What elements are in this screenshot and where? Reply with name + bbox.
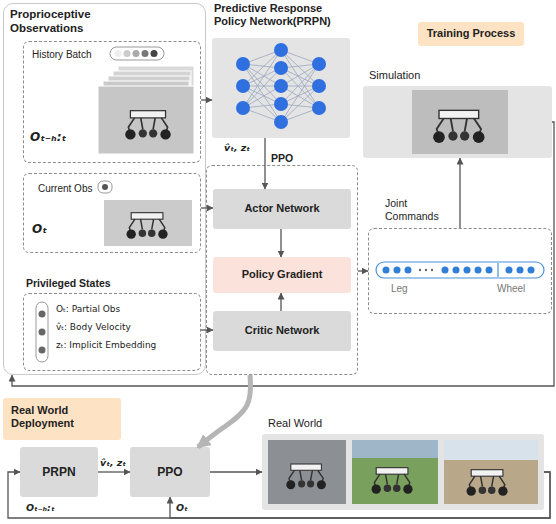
ellipsis-dot (431, 269, 433, 271)
joint-dot (394, 267, 401, 274)
node-label: PPO (130, 447, 210, 497)
node-label: Policy Gradient (213, 257, 351, 293)
observation-group: Proprioceptive ObservationsHistory Batch… (3, 3, 206, 375)
node-label: Proprioceptive Observations (10, 8, 130, 36)
module-box: PPO (130, 447, 210, 497)
node-label: Real World Deployment (11, 404, 111, 430)
history-box: History BatchOₜ₋ₕ:ₜ (23, 41, 201, 163)
stage-tag: Real World Deployment (3, 398, 121, 440)
node-label: Actor Network (213, 189, 351, 229)
node-detail: Oₜ₋ₕ:ₜ (30, 130, 90, 144)
node-detail: Oₜ: Partial Obs (56, 304, 198, 315)
photo-panel: Real World (262, 434, 544, 510)
joint-dot (528, 267, 535, 274)
node-label: Training Process (418, 22, 524, 46)
joint-dot (405, 267, 412, 274)
joint-command-bar (376, 262, 544, 278)
joint-dot (517, 267, 524, 274)
node-label: Real World (268, 417, 368, 430)
joint-dot (506, 267, 513, 274)
ellipsis-dot (419, 269, 421, 271)
joint-dot (486, 267, 493, 274)
node-detail: zₜ: Implicit Embedding (56, 340, 198, 351)
joint-dot (383, 267, 390, 274)
node-detail: Leg (391, 283, 431, 295)
node-label: PRPN (20, 447, 98, 497)
stage-tag: Training Process (418, 22, 524, 46)
current-obs-box: Current ObsOₜ (23, 173, 201, 253)
critic-box: Critic Network (213, 311, 351, 351)
node-label: Critic Network (213, 311, 351, 351)
node-detail: Wheel (497, 283, 537, 295)
flow-arrow (280, 229, 281, 257)
joint-dot (453, 267, 460, 274)
node-label: Privileged States (26, 277, 176, 290)
flow-arrow (210, 471, 262, 472)
edge-label: Oₜ (176, 502, 188, 513)
actor-box: Actor Network (213, 189, 351, 229)
edge-label: v̂ₜ, zₜ (100, 457, 126, 468)
privileged-box: Privileged StatesOₜ: Partial Obsv̂ₜ: Bod… (23, 293, 201, 371)
network-box: Predictive Response Policy Network(PRPN) (212, 38, 350, 138)
joint-dot (475, 267, 482, 274)
node-label: Joint Commands (385, 197, 455, 222)
node-label: Current Obs (38, 183, 108, 195)
gradient-box: Policy Gradient (213, 257, 351, 293)
bar-outline (376, 262, 544, 278)
bar-divider (497, 263, 498, 277)
flow-arrow (358, 270, 368, 271)
edge-label: Oₜ₋ₕ:ₜ (26, 502, 55, 513)
node-detail: Oₜ (32, 222, 72, 236)
node-detail: v̂ₜ: Body Velocity (56, 322, 198, 333)
joint-dot (464, 267, 471, 274)
edge-label: v̂ₜ, zₜ (224, 142, 250, 153)
module-box: PRPN (20, 447, 98, 497)
ppo-group: PPOActor NetworkPolicy GradientCritic Ne… (206, 165, 358, 375)
node-label: PPO (271, 152, 311, 165)
flow-arrow (459, 158, 460, 228)
transfer-arrow (198, 375, 251, 447)
flow-arrow (98, 471, 130, 472)
simulation-box: Simulation (363, 86, 552, 158)
flow-arrow (280, 293, 281, 311)
node-label: History Batch (32, 49, 112, 61)
ellipsis-dot (425, 269, 427, 271)
joint-dot (442, 267, 449, 274)
command-box: Joint CommandsLegWheel (368, 228, 552, 314)
node-label: Simulation (369, 69, 469, 82)
flow-arrow (264, 138, 265, 189)
node-label: Predictive Response Policy Network(PRPN) (214, 2, 354, 28)
